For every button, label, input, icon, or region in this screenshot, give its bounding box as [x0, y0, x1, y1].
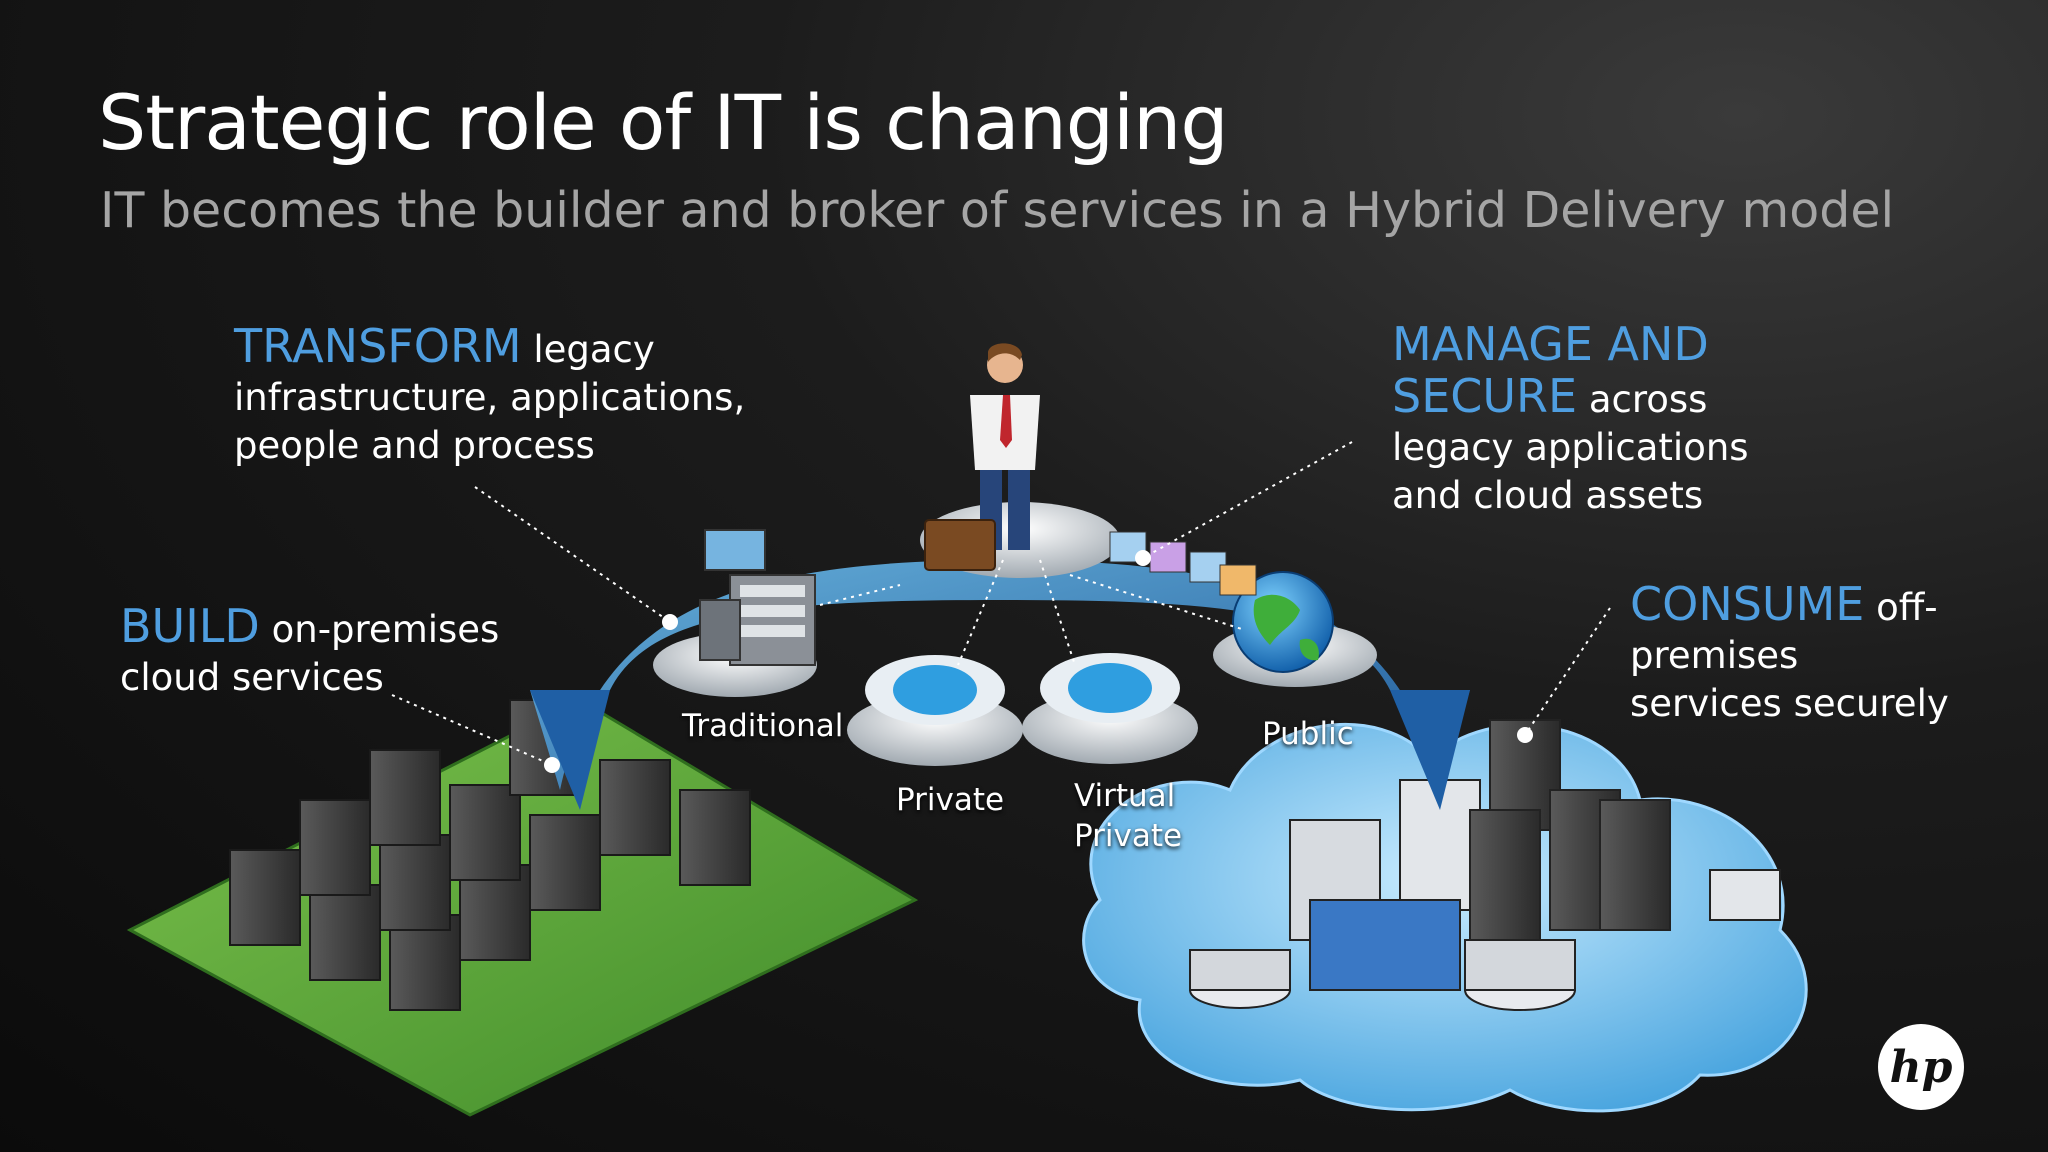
callout-transform-text: legacy infrastructure, applications, peo… [234, 328, 746, 467]
callout-manage: MANAGE AND SECURE across legacy applicat… [1392, 320, 1812, 520]
slide-title: Strategic role of IT is changing [98, 78, 1229, 167]
label-public: Public [1262, 716, 1354, 752]
callout-manage-text: across legacy applications and cloud ass… [1392, 378, 1749, 517]
arc-arrowhead-right [1390, 690, 1470, 810]
on-premises-server-racks [229, 699, 751, 1011]
hp-logo-text: hp [1890, 1042, 1953, 1093]
private-cloud-icon [865, 655, 1005, 725]
callout-transform-highlight: TRANSFORM [234, 319, 522, 373]
callout-build-highlight: BUILD [120, 599, 260, 653]
callout-build-text: on-premises cloud services [120, 608, 500, 699]
callout-consume-text: off-premises services securely [1630, 586, 1949, 725]
label-private: Private [896, 782, 1005, 818]
arc-arrowhead-left [530, 690, 610, 810]
callout-transform: TRANSFORM legacy infrastructure, applica… [234, 322, 794, 470]
dotted-connectors [391, 441, 1611, 766]
label-traditional: Traditional [682, 708, 844, 744]
hp-logo: hp [1878, 1024, 1964, 1110]
callout-consume-highlight: CONSUME [1630, 577, 1865, 631]
callout-manage-highlight: MANAGE AND SECURE [1392, 317, 1709, 423]
label-virtual-private: Virtual Private [1074, 778, 1183, 854]
virtual-private-cloud-icon [1040, 653, 1180, 723]
callout-build: BUILD on-premises cloud services [120, 602, 540, 702]
connector-endpoints [544, 550, 1533, 773]
slide-subtitle: IT becomes the builder and broker of ser… [100, 182, 1895, 239]
public-globe-icon [1232, 571, 1334, 673]
businessman-icon [924, 343, 1040, 571]
traditional-building-icon [699, 529, 816, 666]
callout-consume: CONSUME off-premises services securely [1630, 580, 1950, 728]
